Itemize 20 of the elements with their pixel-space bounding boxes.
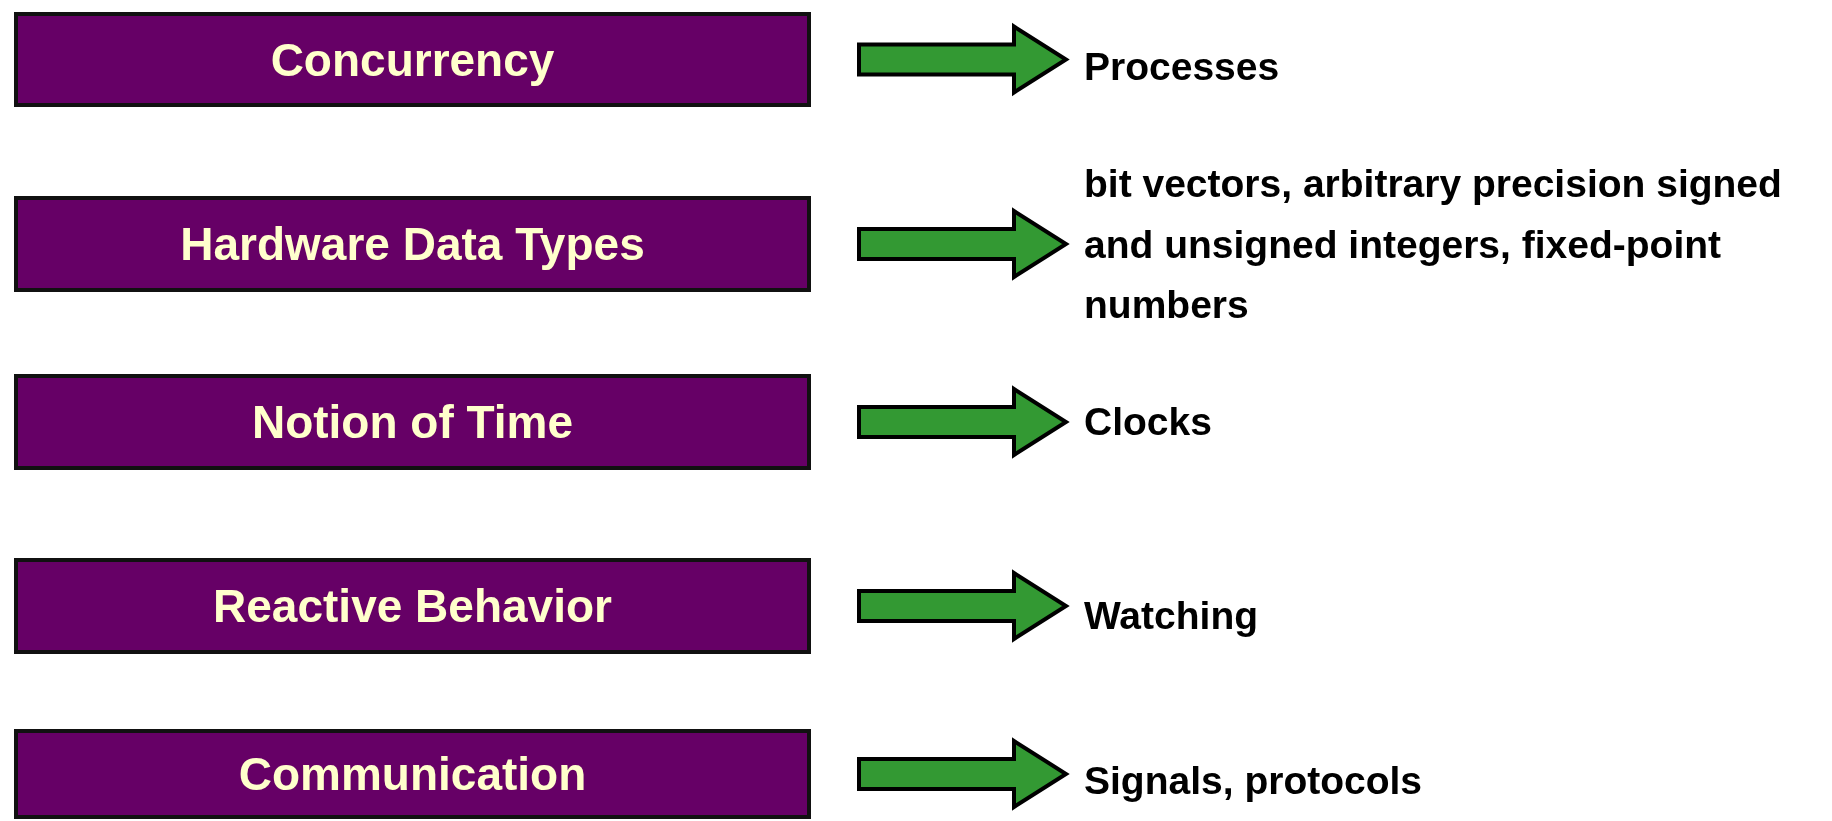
block-arrow bbox=[857, 737, 1070, 811]
topic-label: Hardware Data Types bbox=[180, 217, 645, 271]
topic-label: Notion of Time bbox=[251, 395, 574, 449]
block-arrow bbox=[857, 22, 1070, 97]
topic-label: Reactive Behavior bbox=[213, 579, 612, 633]
block-arrow bbox=[857, 569, 1070, 643]
description-text: bit vectors, arbitrary precision signed and unsigned integers, fixed-point numbers bbox=[1084, 161, 1783, 329]
description-text: Signals, protocols bbox=[1084, 757, 1423, 804]
topic-box bbox=[14, 12, 811, 107]
topic-box bbox=[14, 196, 811, 292]
topic-box bbox=[14, 558, 811, 654]
description-text: Processes bbox=[1084, 43, 1280, 90]
topic-label: Concurrency bbox=[270, 32, 555, 87]
block-arrow bbox=[857, 385, 1070, 459]
description-text: Clocks bbox=[1084, 398, 1212, 445]
block-arrow bbox=[857, 207, 1070, 281]
topic-box bbox=[14, 729, 811, 819]
topic-box bbox=[14, 374, 811, 470]
topic-label: Communication bbox=[238, 747, 587, 801]
description-text: Watching bbox=[1084, 592, 1259, 639]
